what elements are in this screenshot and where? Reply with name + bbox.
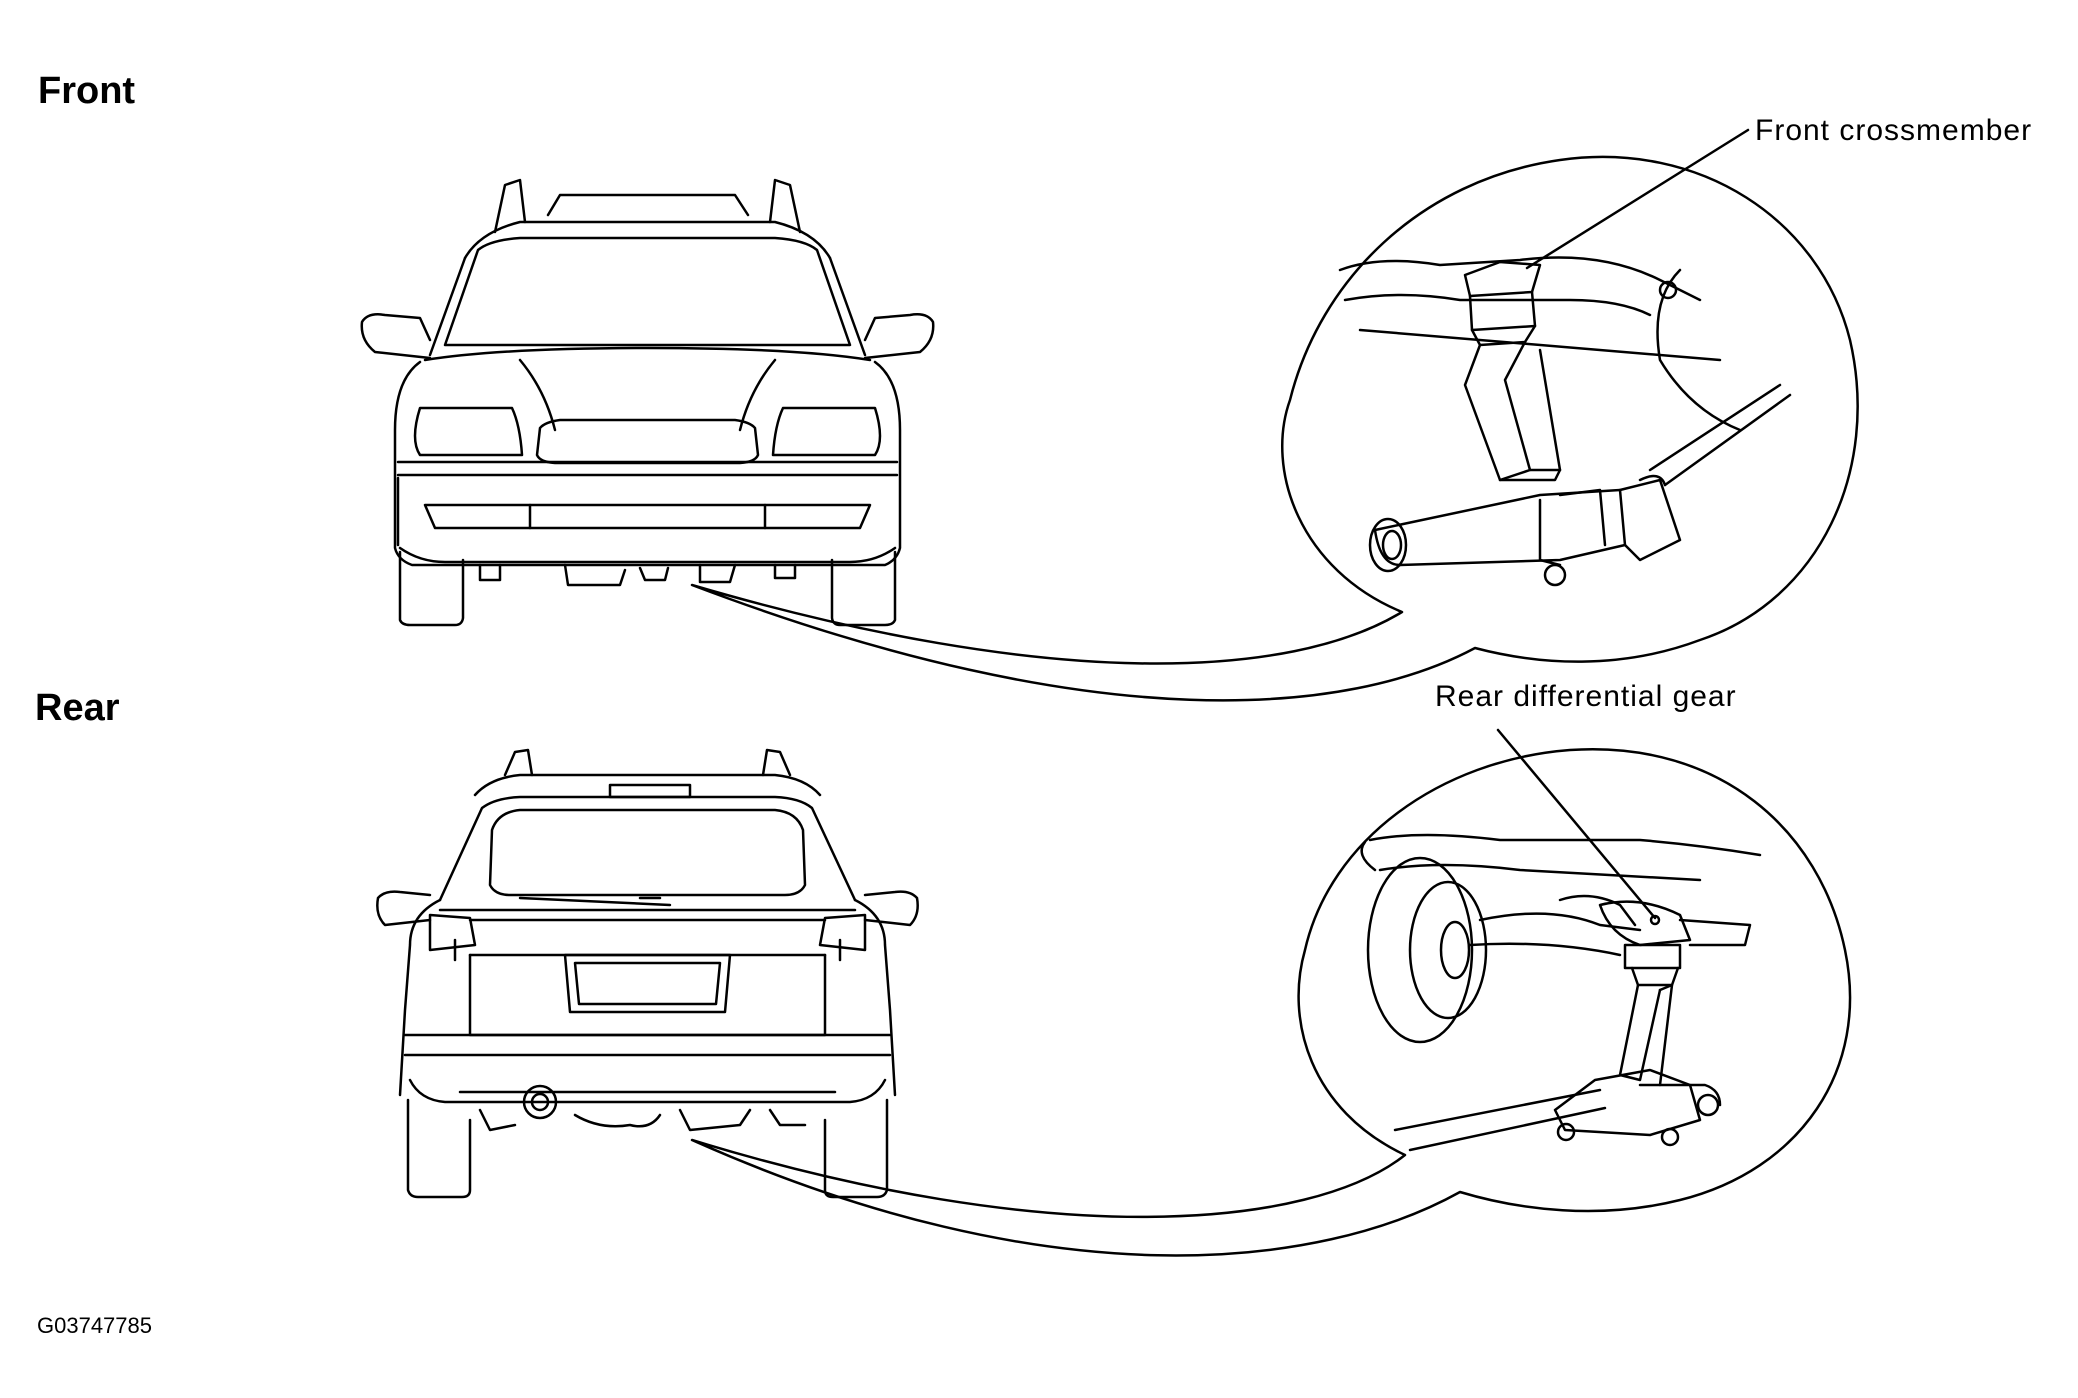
front-crossmember-label: Front crossmember [1755, 114, 2033, 147]
front-section-title: Front [38, 70, 136, 112]
rear-section-title: Rear [35, 687, 120, 729]
front-jack-detail [1340, 258, 1790, 586]
rear-jack-detail [1362, 835, 1760, 1150]
rear-vehicle-illustration [377, 750, 917, 1197]
front-crossmember-leader-line [1527, 130, 1748, 268]
rear-differential-leader-line [1498, 730, 1655, 918]
rear-differential-gear-label: Rear differential gear [1435, 680, 1737, 713]
front-callout-bubble [692, 157, 1858, 700]
figure-id: G03747785 [37, 1313, 152, 1338]
front-vehicle-illustration [362, 180, 933, 625]
rear-callout-bubble [692, 749, 1850, 1255]
